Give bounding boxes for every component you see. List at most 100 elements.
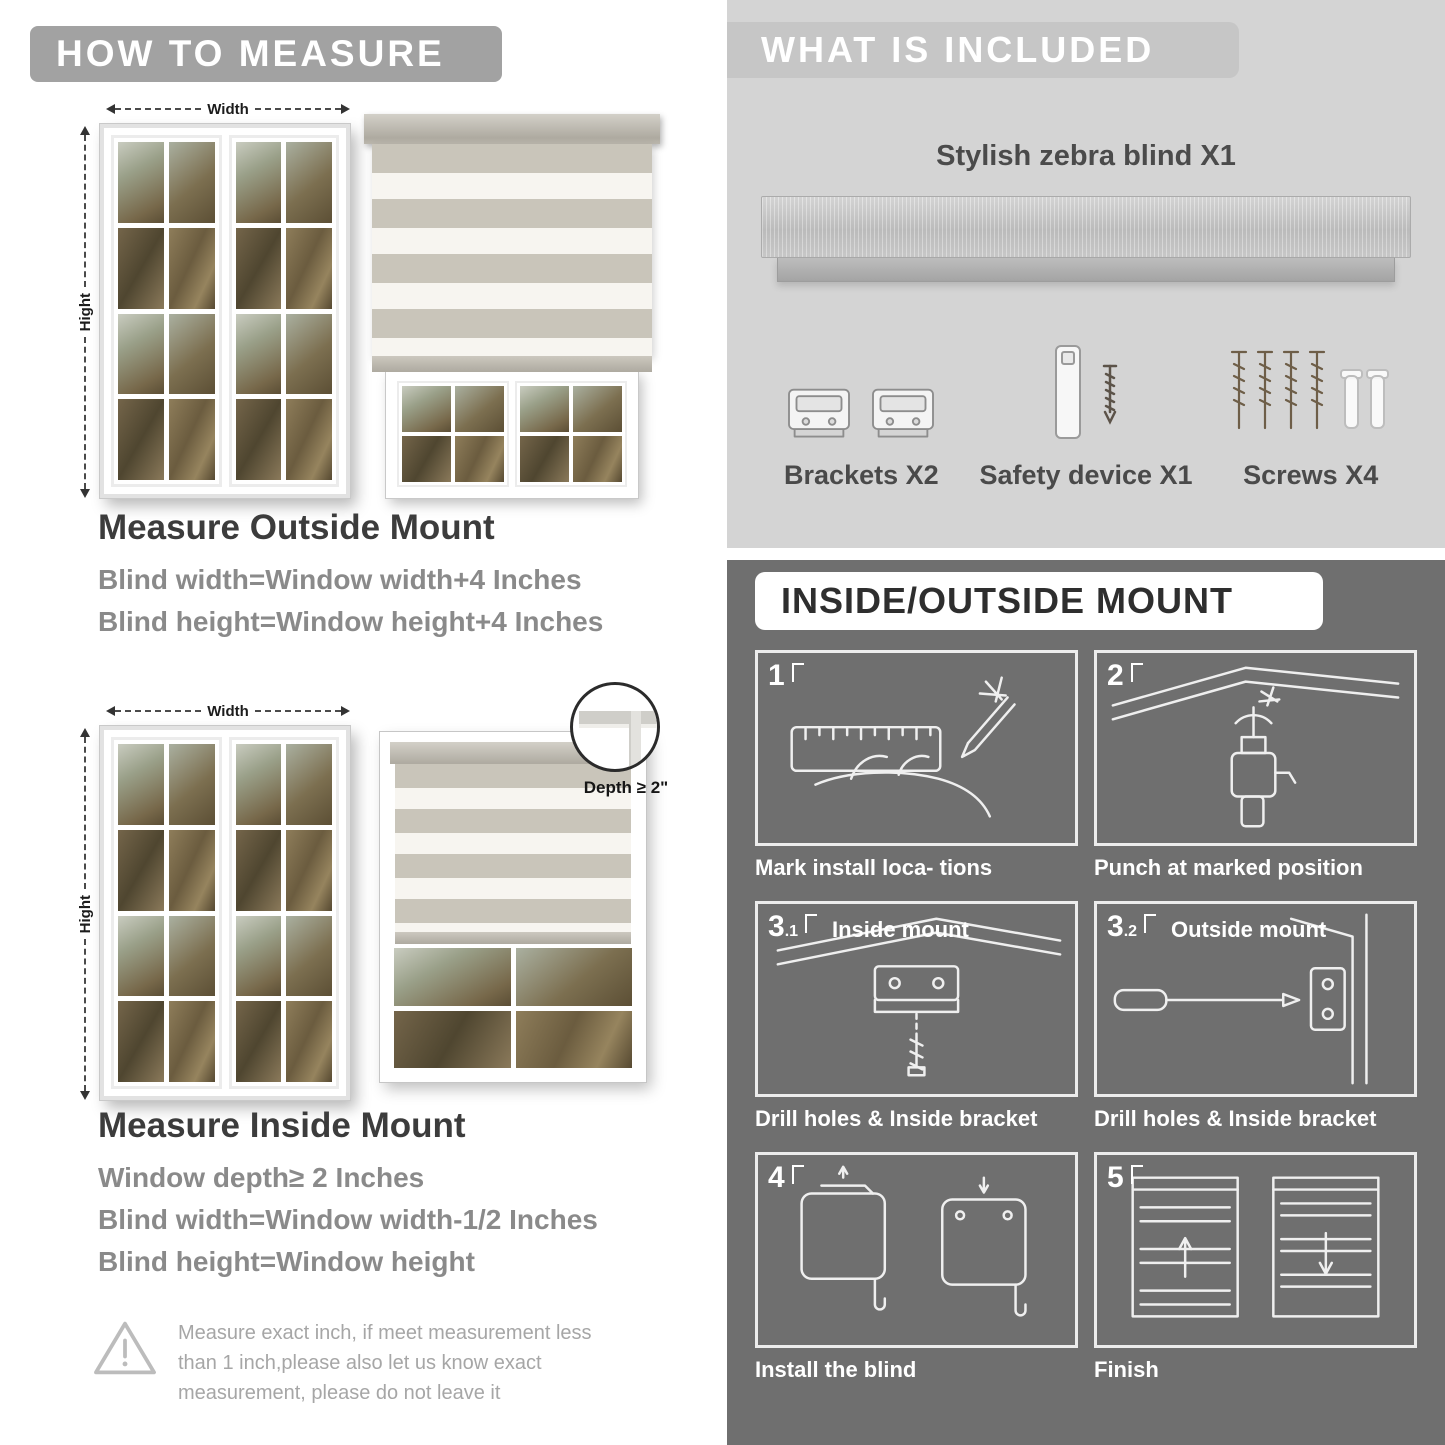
step-caption: Mark install loca- tions	[755, 855, 993, 880]
window-pane	[118, 829, 164, 911]
step-3-1-panel: 3.1 Inside mount	[755, 901, 1078, 1097]
step-corner-mark	[1144, 914, 1157, 933]
blind-bottom-rail	[372, 356, 652, 372]
window-measure-figure-outside: Width Hight	[74, 98, 351, 499]
drill-punch-illustration	[1111, 666, 1400, 828]
window-pane	[118, 399, 164, 480]
inside-mount-figures: Width Hight	[58, 682, 678, 1103]
warning-text: Measure exact inch, if meet measurement …	[178, 1322, 592, 1404]
arrow-dash	[84, 737, 86, 889]
step-corner-mark	[1130, 1165, 1143, 1184]
arrow-down-icon	[80, 489, 90, 499]
window-pane	[168, 142, 215, 223]
arrow-dash	[115, 108, 202, 110]
what-is-included-section: WHAT IS INCLUDED Stylish zebra blind X1	[727, 0, 1445, 548]
arrow-right-icon	[341, 104, 351, 114]
window-pane	[168, 1001, 215, 1082]
outside-mount-title: Measure Outside Mount	[98, 508, 495, 547]
window-pane	[286, 829, 332, 911]
window-pane	[118, 313, 164, 395]
step-4: 4	[755, 1152, 1078, 1383]
mount-steps-grid: 1 Ma	[755, 650, 1417, 1383]
step-corner-mark	[791, 1165, 804, 1184]
screws-label: Screws X4	[1243, 460, 1379, 490]
included-item-brackets: Brackets X2	[749, 326, 974, 491]
window-pane	[402, 436, 451, 482]
step-number: 1	[768, 659, 804, 693]
included-items: Brackets X2	[749, 326, 1423, 491]
window-pane	[118, 142, 164, 223]
step-number-sub: .1	[784, 923, 799, 940]
step-number-text: 5	[1107, 1161, 1124, 1194]
outside-mount-line1: Blind width=Window width+4 Inches	[98, 564, 582, 595]
window-pane	[573, 386, 622, 432]
window-frame	[100, 726, 350, 1100]
step-2-panel: 2	[1094, 650, 1417, 846]
screws-art	[1225, 326, 1397, 444]
brackets-art	[783, 326, 939, 444]
mark-location-illustration	[790, 676, 1016, 818]
right-column: WHAT IS INCLUDED Stylish zebra blind X1	[727, 0, 1445, 1445]
window-pane	[168, 744, 215, 825]
step-number-text: 1	[768, 659, 785, 692]
window-pane	[394, 948, 511, 1006]
step-caption: Drill holes & Inside bracket	[755, 1106, 1038, 1131]
window-frame	[100, 124, 350, 498]
height-label: Hight	[76, 894, 94, 934]
window-frame-corner	[579, 711, 657, 724]
window-pane	[573, 436, 622, 482]
arrow-left-icon	[106, 104, 115, 114]
window-pane	[235, 399, 282, 480]
step-number: 5	[1107, 1161, 1143, 1195]
window-pane	[118, 227, 164, 309]
step-caption: Drill holes & Inside bracket	[1094, 1106, 1377, 1131]
brackets-label: Brackets X2	[784, 460, 939, 490]
window-pane	[235, 915, 282, 997]
window-pane	[118, 744, 164, 825]
inside-mount-line2: Blind width=Window width-1/2 Inches	[98, 1204, 598, 1235]
inside-mount-line1: Window depth≥ 2 Inches	[98, 1162, 425, 1193]
step-number: 3.1	[768, 910, 818, 944]
safety-device-art	[1040, 326, 1132, 444]
outside-mount-blind-figure	[364, 114, 660, 499]
step-number-text: 4	[768, 1161, 785, 1194]
step-number: 4	[768, 1161, 804, 1195]
depth-detail-circle	[570, 682, 660, 772]
window-pane	[286, 399, 332, 480]
step-3-2-panel: 3.2 Outside mount	[1094, 901, 1417, 1097]
window-sash	[390, 944, 636, 1072]
included-item-safety-device: Safety device X1	[974, 326, 1199, 491]
step-3-1: 3.1 Inside mount	[755, 901, 1078, 1132]
blind-bottom-rail	[395, 932, 631, 944]
window-pane	[118, 1001, 164, 1082]
step-number-sub: .2	[1123, 923, 1138, 940]
width-label: Width	[207, 702, 249, 720]
window-pane	[235, 227, 282, 309]
outside-mount-figures: Width Hight	[58, 98, 664, 500]
window-pane	[235, 142, 282, 223]
window-sash	[228, 737, 339, 1089]
outside-mount-line2: Blind height=Window height+4 Inches	[98, 606, 604, 637]
window-behind-blind	[385, 369, 639, 499]
step-5: 5 Fi	[1094, 1152, 1417, 1383]
blind-zebra-stripes	[372, 144, 652, 356]
window-pane	[235, 313, 282, 395]
window-pane	[402, 386, 451, 432]
blind-headrail	[364, 114, 660, 144]
window-pane	[118, 915, 164, 997]
window-measure-figure-inside: Width Hight	[74, 700, 351, 1101]
height-label: Hight	[76, 292, 94, 332]
included-item-screws: Screws X4	[1198, 326, 1423, 491]
bracket-icon	[872, 388, 935, 438]
headrail-bar	[761, 196, 1411, 258]
height-arrow: Hight	[76, 728, 94, 1101]
what-is-included-header: WHAT IS INCLUDED	[727, 22, 1239, 78]
mount-instructions-section: INSIDE/OUTSIDE MOUNT 1	[727, 560, 1445, 1445]
window-sash	[397, 381, 509, 487]
width-arrow: Width	[106, 702, 351, 720]
warning-triangle-icon	[94, 1321, 156, 1375]
window-pane	[286, 915, 332, 997]
step-title: Inside mount	[832, 917, 969, 942]
window-pane	[286, 1001, 332, 1082]
step-1: 1 Ma	[755, 650, 1078, 881]
